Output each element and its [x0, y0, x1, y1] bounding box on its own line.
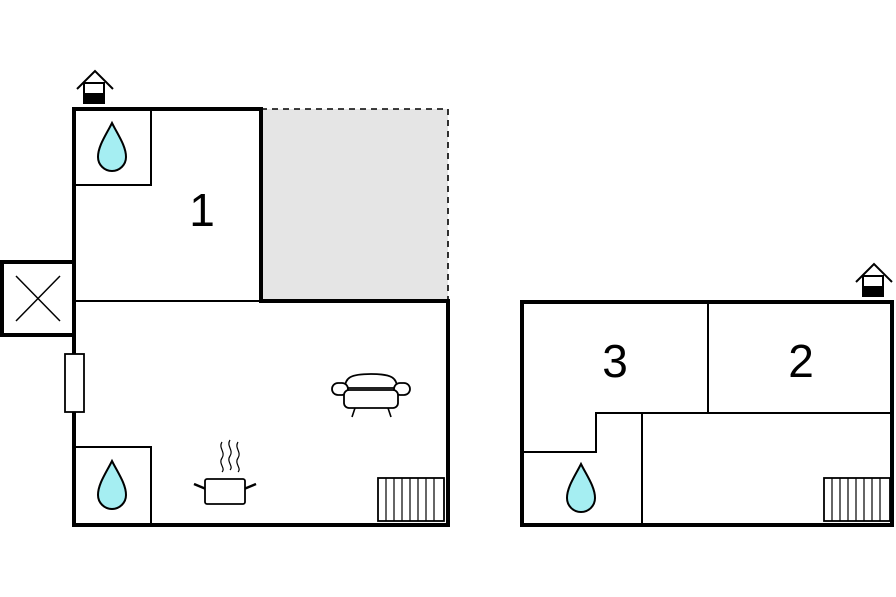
window-icon — [64, 353, 85, 413]
radiator-icon — [823, 477, 891, 522]
room-label-1: 1 — [189, 184, 215, 236]
outer-wall-right-floor — [520, 300, 894, 527]
water-drop-icon — [96, 458, 128, 510]
cooking-pot-icon — [193, 439, 257, 505]
house-entrance-icon — [76, 69, 114, 104]
room-label-2: 2 — [788, 335, 814, 387]
sofa-icon — [331, 373, 411, 418]
floor-plan-left: 1 — [0, 69, 450, 527]
outer-wall-left-floor — [72, 107, 450, 527]
water-drop-icon — [565, 461, 597, 513]
house-entrance-icon — [855, 262, 893, 297]
terrace-area — [261, 109, 448, 301]
interior-wall-room3-lower — [524, 412, 890, 453]
water-drop-icon — [96, 120, 128, 172]
room-label-3: 3 — [602, 335, 628, 387]
bathroom-top-wall — [76, 111, 152, 186]
radiator-icon — [377, 477, 445, 522]
stair-void-icon — [0, 260, 76, 337]
bathroom-bottom-wall — [76, 446, 152, 523]
terrace-dashed-border — [261, 108, 449, 301]
floor-plan-right: 3 2 — [520, 262, 894, 527]
